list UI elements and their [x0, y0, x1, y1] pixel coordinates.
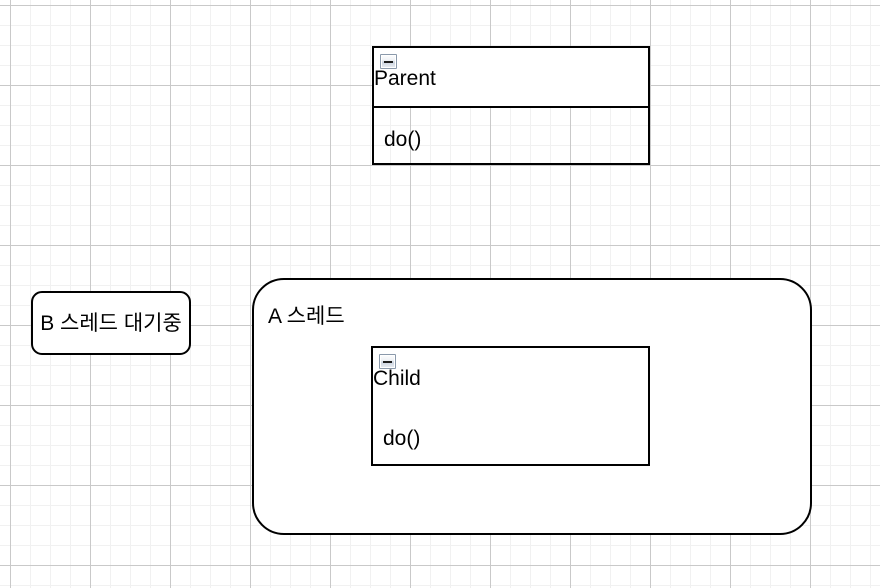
note-thread-b-waiting-label: B 스레드 대기중: [40, 311, 182, 335]
class-name-child: Child: [373, 367, 421, 390]
region-thread-a-label: A 스레드: [268, 305, 345, 328]
class-box-child[interactable]: [371, 346, 650, 466]
class-box-parent[interactable]: [372, 46, 650, 165]
class-header-parent: [374, 48, 648, 108]
class-name-parent: Parent: [374, 67, 436, 90]
class-member-parent-do: do(): [384, 128, 422, 151]
collapse-minus-icon[interactable]: [379, 354, 396, 369]
class-member-child-do: do(): [383, 427, 421, 450]
class-compartment-child-operations: [373, 406, 648, 464]
collapse-minus-icon[interactable]: [380, 54, 397, 69]
class-header-child: [373, 348, 648, 408]
note-thread-b-waiting[interactable]: B 스레드 대기중: [31, 291, 191, 355]
